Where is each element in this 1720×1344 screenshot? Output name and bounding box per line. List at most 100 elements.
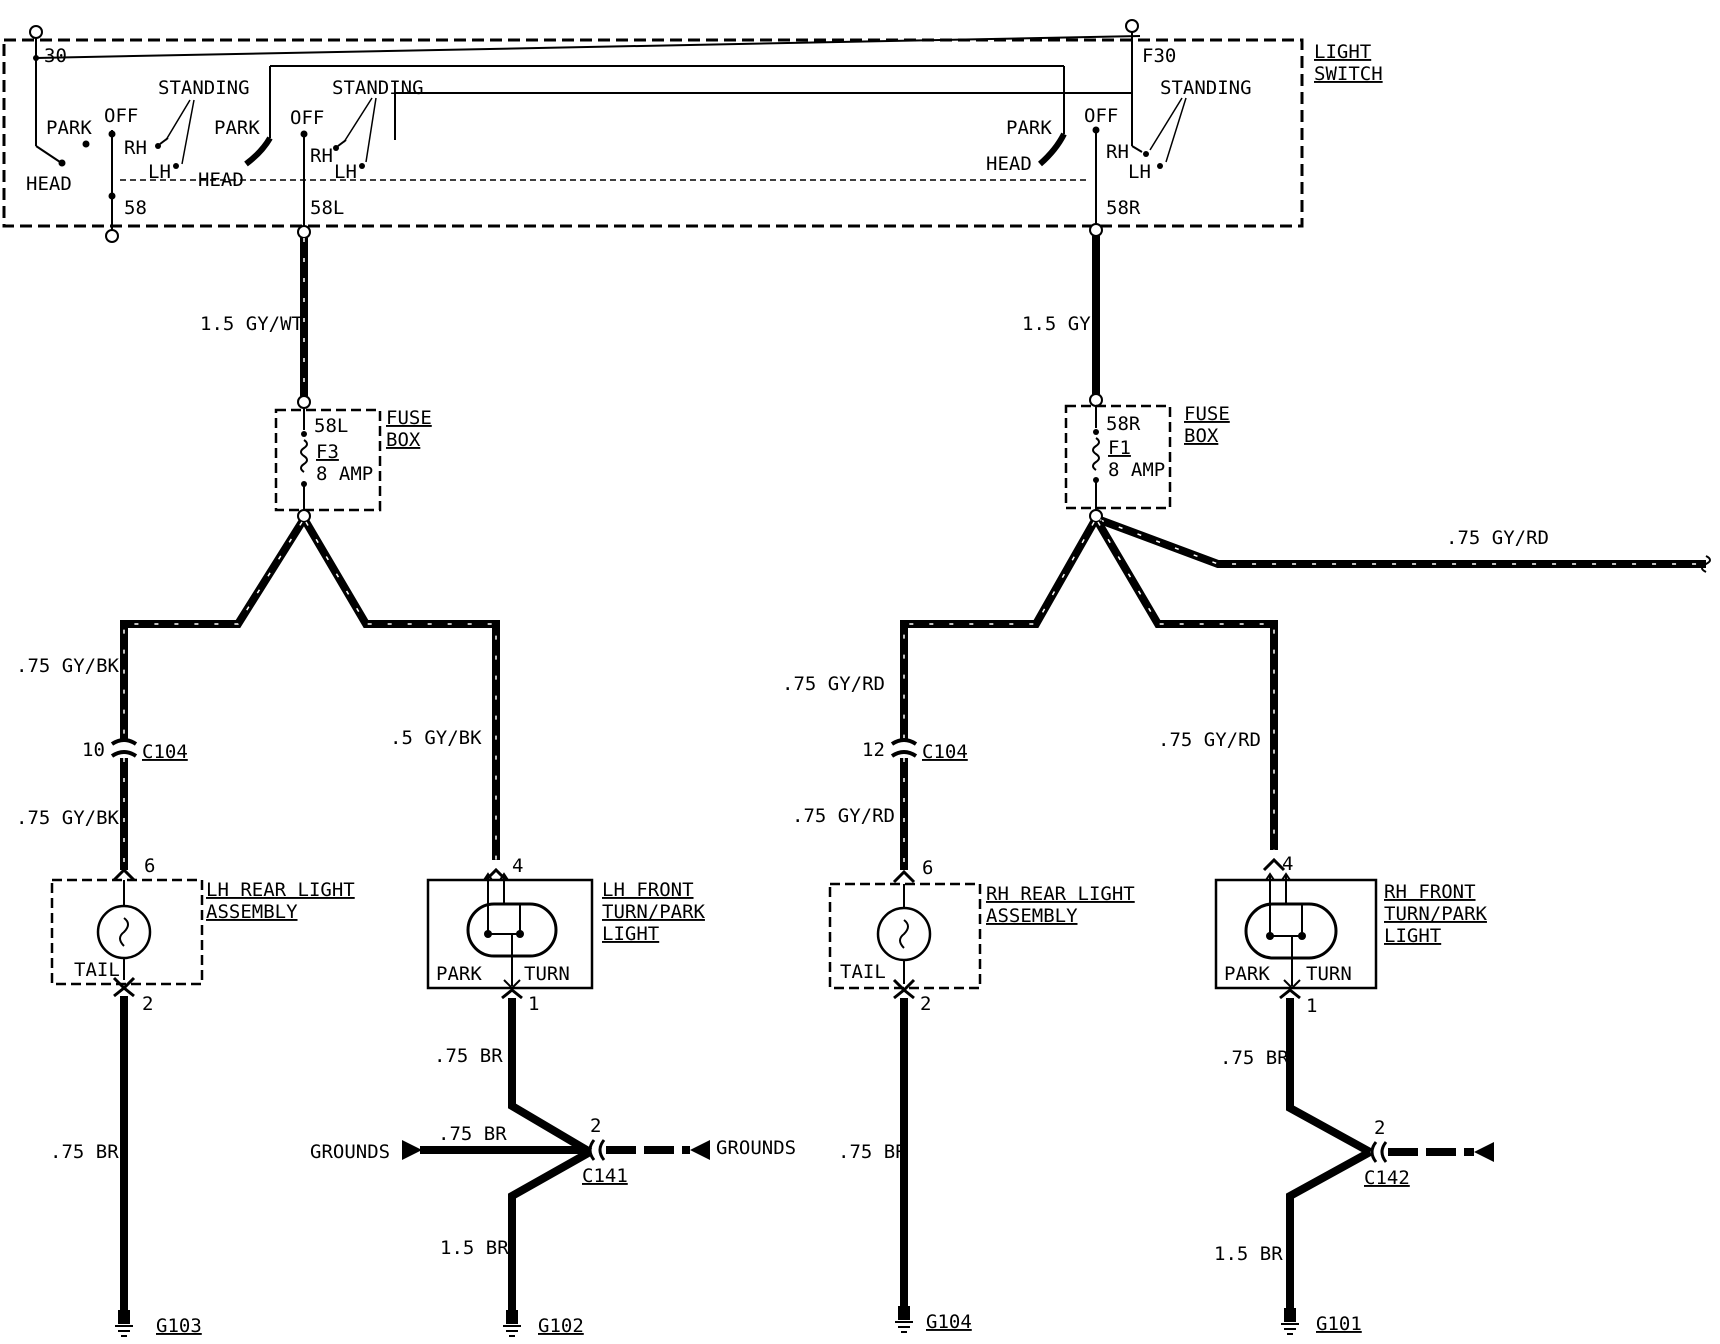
- front-pin-out-left: 1: [528, 993, 539, 1015]
- off-label-2: OFF: [290, 107, 324, 129]
- wire-75-gy-rd-branch: [1098, 516, 1706, 568]
- lh-rear-light-assembly: [50, 878, 204, 986]
- front-pin-in-left: 4: [512, 855, 523, 877]
- fuse-box-left-title-1: FUSE: [386, 407, 432, 429]
- wire-label-front-right: .75 GY/RD: [1158, 729, 1261, 751]
- lh-front-light-title-3: LIGHT: [602, 923, 659, 945]
- left-circuit: 1.5 GY/WT 58L F3 8 AMP FUSE BOX .75 GY/B…: [16, 225, 796, 1337]
- park-label-front-left: PARK: [436, 963, 482, 985]
- rh-label-3: RH: [1106, 141, 1129, 163]
- ground-g104: G104: [926, 1311, 972, 1333]
- park-label-1: PARK: [46, 117, 92, 139]
- rear-pin-out-left: 2: [142, 993, 153, 1015]
- connector-c104-left: C104: [142, 741, 188, 763]
- splice-c142: C142: [1364, 1167, 1410, 1189]
- standing-label-3: STANDING: [1160, 77, 1252, 99]
- wire-75-gy-rd-front: [1094, 519, 1278, 850]
- head-label-3: HEAD: [986, 153, 1032, 175]
- terminal-30-label: 30: [44, 45, 67, 67]
- standing-label-1: STANDING: [158, 77, 250, 99]
- wire-label-front-ground-lower-right: 1.5 BR: [1214, 1243, 1283, 1265]
- lh-front-turn-park-light: [426, 878, 594, 990]
- connector-pin-10: 10: [82, 739, 105, 761]
- splice-pin-right: 2: [1374, 1117, 1385, 1139]
- lh-rear-assembly-title-1: LH REAR LIGHT: [206, 879, 355, 901]
- light-switch-boundary: [2, 38, 1304, 228]
- park-label-front-right: PARK: [1224, 963, 1270, 985]
- front-pin-out-right: 1: [1306, 995, 1317, 1017]
- light-switch-title-1: LIGHT: [1314, 41, 1371, 63]
- grounds-label-left: GROUNDS: [310, 1141, 390, 1163]
- wire-label-front-ground-upper-left: .75 BR: [434, 1045, 503, 1067]
- fuse-terminal-58l: 58L: [314, 415, 348, 437]
- wire-label-branch-right: .75 GY/RD: [1446, 527, 1549, 549]
- fuse-terminal-58r: 58R: [1106, 413, 1141, 435]
- connector-c104-right: C104: [922, 741, 968, 763]
- right-circuit: 1.5 GY 58R F1 8 AMP FUSE BOX .75 GY/RD .…: [782, 223, 1711, 1335]
- wire-label-rear-upper-right: .75 GY/RD: [782, 673, 885, 695]
- grounds-label-right: GROUNDS: [716, 1137, 796, 1159]
- head-label-2: HEAD: [198, 169, 244, 191]
- park-label-3: PARK: [1006, 117, 1052, 139]
- rh-front-light-title-2: TURN/PARK: [1384, 903, 1488, 925]
- rh-front-light-title-1: RH FRONT: [1384, 881, 1476, 903]
- lh-label-1: LH: [148, 161, 171, 183]
- turn-label-front-left: TURN: [524, 963, 570, 985]
- terminal-58r-label: 58R: [1106, 197, 1141, 219]
- park-label-2: PARK: [214, 117, 260, 139]
- ground-g101: G101: [1316, 1313, 1362, 1335]
- rh-label-2: RH: [310, 145, 333, 167]
- terminal-58r: [1089, 223, 1103, 237]
- wire-label-1-5-gy-wt: 1.5 GY/WT: [200, 313, 303, 335]
- wire-label-rear-lower-left: .75 GY/BK: [16, 807, 120, 829]
- wire-label-rear-ground-left: .75 BR: [50, 1141, 119, 1163]
- off-label-1: OFF: [104, 105, 138, 127]
- fuse-box-right-title-2: BOX: [1184, 425, 1219, 447]
- terminal-58-label: 58: [124, 197, 147, 219]
- connector-pin-12: 12: [862, 739, 885, 761]
- terminal-58l-label: 58L: [310, 197, 344, 219]
- wire-label-1-5-gy: 1.5 GY: [1022, 313, 1091, 335]
- terminal-58: [105, 229, 119, 243]
- splice-pin-left: 2: [590, 1115, 601, 1137]
- head-label-1: HEAD: [26, 173, 72, 195]
- wire-label-rear-ground-right: .75 BR: [838, 1141, 907, 1163]
- fuse-rating-left: 8 AMP: [316, 463, 373, 485]
- lh-front-light-title-1: LH FRONT: [602, 879, 694, 901]
- wire-label-front-ground-lower-left: 1.5 BR: [440, 1237, 509, 1259]
- terminal-f30-label: F30: [1142, 45, 1176, 67]
- rh-front-light-title-3: LIGHT: [1384, 925, 1441, 947]
- lh-rear-assembly-title-2: ASSEMBLY: [206, 901, 298, 923]
- fuse-rating-right: 8 AMP: [1108, 459, 1165, 481]
- rh-front-turn-park-light: [1214, 878, 1378, 990]
- wire-75-br-front-right: [1286, 998, 1372, 1156]
- wire-75-gy-rd-rear: [900, 520, 1098, 740]
- fuse-box-left-title-2: BOX: [386, 429, 421, 451]
- terminal-f30: [1125, 19, 1139, 33]
- wire-label-front-ground-upper-right: .75 BR: [1220, 1047, 1289, 1069]
- fuse-id-f3: F3: [316, 441, 339, 463]
- fuse-box-right: [1064, 404, 1172, 510]
- wire-label-rear-upper-left: .75 GY/BK: [16, 655, 120, 677]
- standing-label-2: STANDING: [332, 77, 424, 99]
- lh-front-light-title-2: TURN/PARK: [602, 901, 706, 923]
- wire-label-rear-lower-right: .75 GY/RD: [792, 805, 895, 827]
- wire-label-front-left: .5 GY/BK: [390, 727, 482, 749]
- wire-75-gy-bk-rear: [120, 519, 306, 740]
- rear-pin-in-right: 6: [922, 857, 933, 879]
- wire-1-5-br-front-left: [508, 1148, 592, 1320]
- terminal-30: [29, 25, 43, 39]
- tail-label-right: TAIL: [840, 961, 886, 983]
- front-pin-in-right: 4: [1282, 853, 1293, 875]
- grounds-wire-label: .75 BR: [438, 1123, 507, 1145]
- fuse-box-right-title-1: FUSE: [1184, 403, 1230, 425]
- light-switch: 30 STANDING PARK HEAD OFF RH LH 58 PARK …: [2, 19, 1383, 243]
- ground-g103: G103: [156, 1315, 202, 1337]
- rh-label-1: RH: [124, 137, 147, 159]
- fuse-box-left: [274, 408, 382, 512]
- fuse-id-f1: F1: [1108, 437, 1131, 459]
- splice-c141: C141: [582, 1165, 628, 1187]
- ground-g102: G102: [538, 1315, 584, 1337]
- lh-label-2: LH: [334, 161, 357, 183]
